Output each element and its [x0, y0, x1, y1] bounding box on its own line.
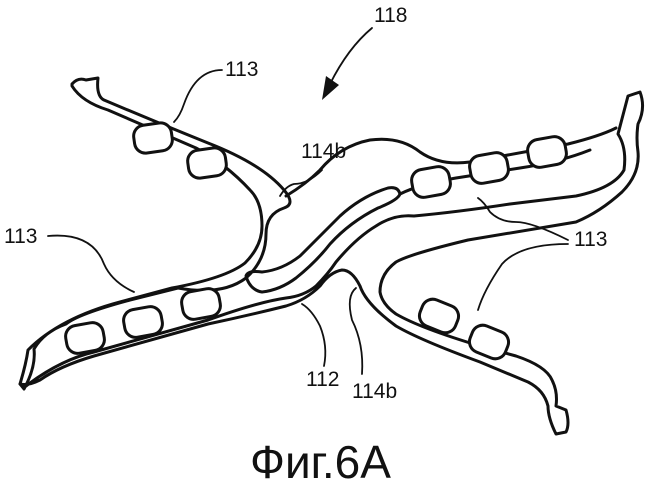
ref-label-112: 112 [306, 368, 339, 391]
slot [122, 305, 164, 339]
figure-caption: Фиг.6A [250, 436, 391, 488]
leader-113-top-left [174, 70, 222, 122]
leader-113-right-upper [478, 198, 568, 240]
slot [466, 322, 512, 362]
ref-label-114b-upper: 114b [301, 140, 346, 163]
leader-114b-lower [350, 288, 363, 374]
ref-label-113-top-left: 113 [225, 58, 258, 81]
slots-lower-right [416, 296, 512, 362]
ref-label-113-right: 113 [574, 228, 607, 251]
slots-upper-right [410, 135, 568, 199]
slot [64, 321, 106, 355]
leader-113-right-lower [478, 244, 568, 310]
slot [410, 165, 452, 199]
ref-label-114b-lower: 114b [352, 380, 397, 403]
ref-label-118: 118 [374, 4, 407, 27]
slot [186, 146, 228, 179]
slot [132, 121, 174, 154]
ref-label-113-left: 113 [4, 225, 37, 248]
slot [468, 151, 510, 185]
slot [416, 296, 462, 336]
leader-112 [302, 304, 325, 366]
leader-113-left [48, 236, 134, 292]
slot [180, 287, 222, 321]
slot [526, 135, 568, 169]
element-118-arrow [322, 28, 372, 100]
inner-slot-outline [246, 188, 400, 292]
